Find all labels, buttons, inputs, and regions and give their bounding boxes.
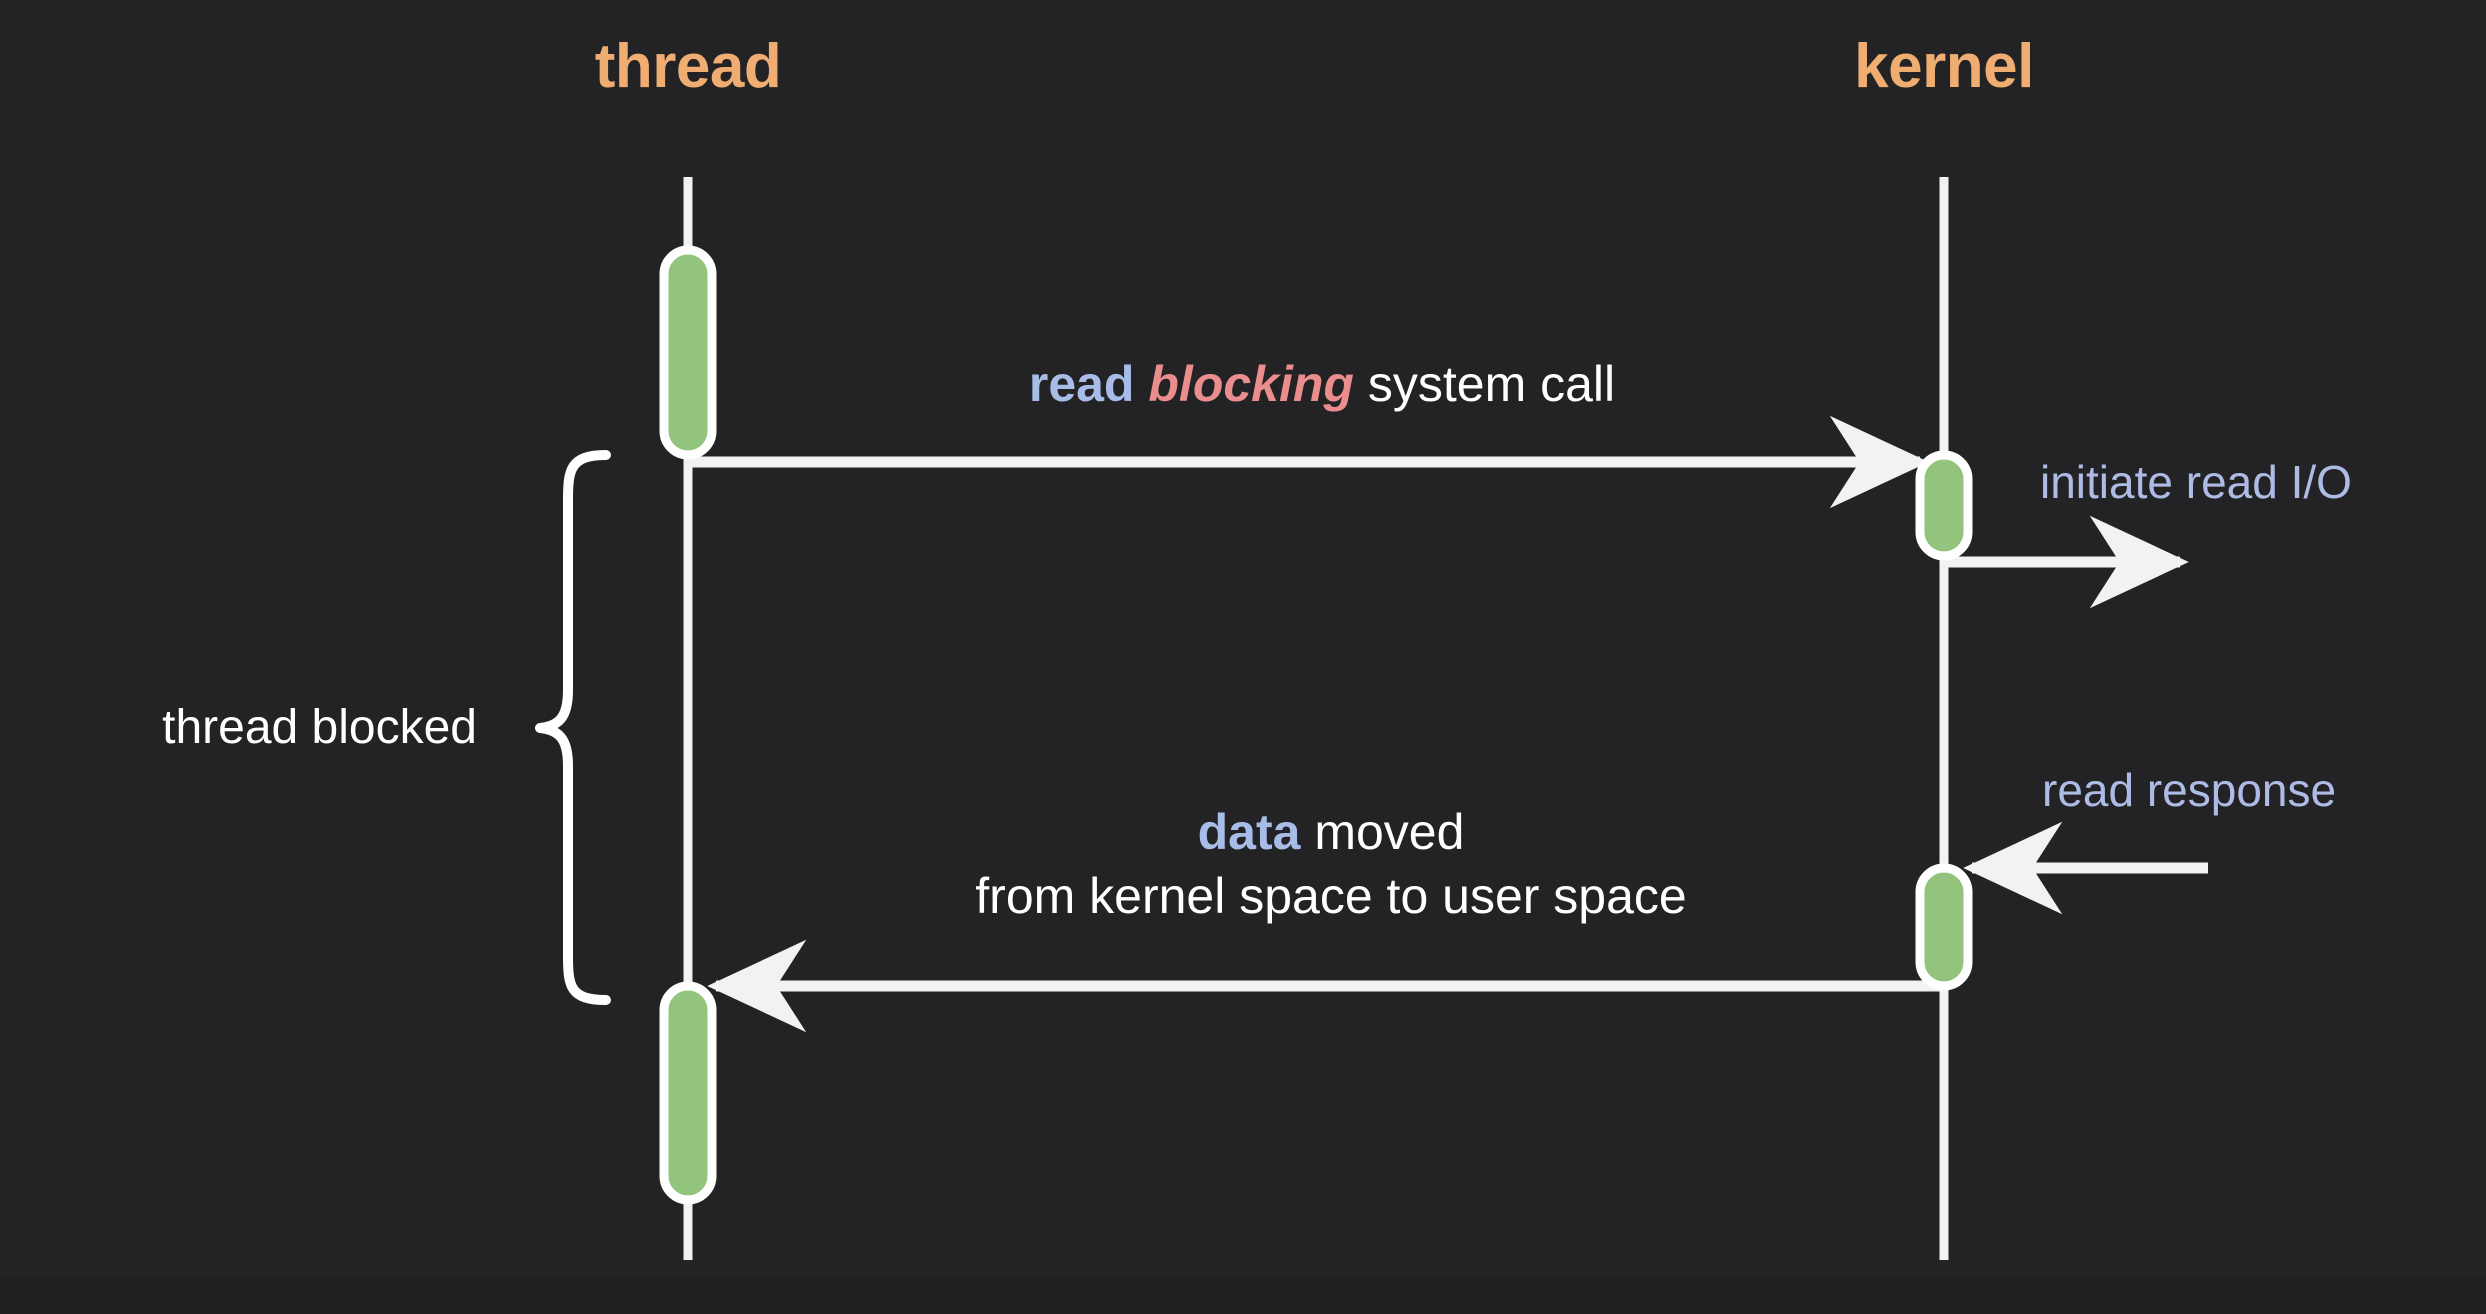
message-keyword-blocking: blocking <box>1148 356 1354 412</box>
actor-label-thread: thread <box>594 32 782 101</box>
activation-kernel-2 <box>1915 863 1973 991</box>
thread-blocked-brace <box>535 450 611 1005</box>
message-text-moved: moved <box>1314 804 1465 860</box>
message-label-data-moved: data moved from kernel space to user spa… <box>975 800 1686 928</box>
message-label-read-system-call: read blocking system call <box>1029 355 1615 414</box>
message-text-system-call: system call <box>1367 356 1616 412</box>
actor-label-kernel: kernel <box>1854 32 2034 101</box>
annotation-label-thread-blocked: thread blocked <box>162 701 477 754</box>
activation-kernel-1 <box>1915 450 1973 561</box>
message-label-read-response: read response <box>2042 764 2337 816</box>
activation-thread-2 <box>659 981 717 1205</box>
data-moved-line-1: data moved <box>975 800 1686 864</box>
data-moved-line-2: from kernel space to user space <box>975 868 1687 924</box>
activation-thread-1 <box>659 245 717 460</box>
message-keyword-read: read <box>1028 356 1135 412</box>
message-label-initiate-read-io: initiate read I/O <box>2040 456 2352 508</box>
message-keyword-data: data <box>1197 804 1301 860</box>
bottom-letterbox-band <box>0 1276 2486 1314</box>
